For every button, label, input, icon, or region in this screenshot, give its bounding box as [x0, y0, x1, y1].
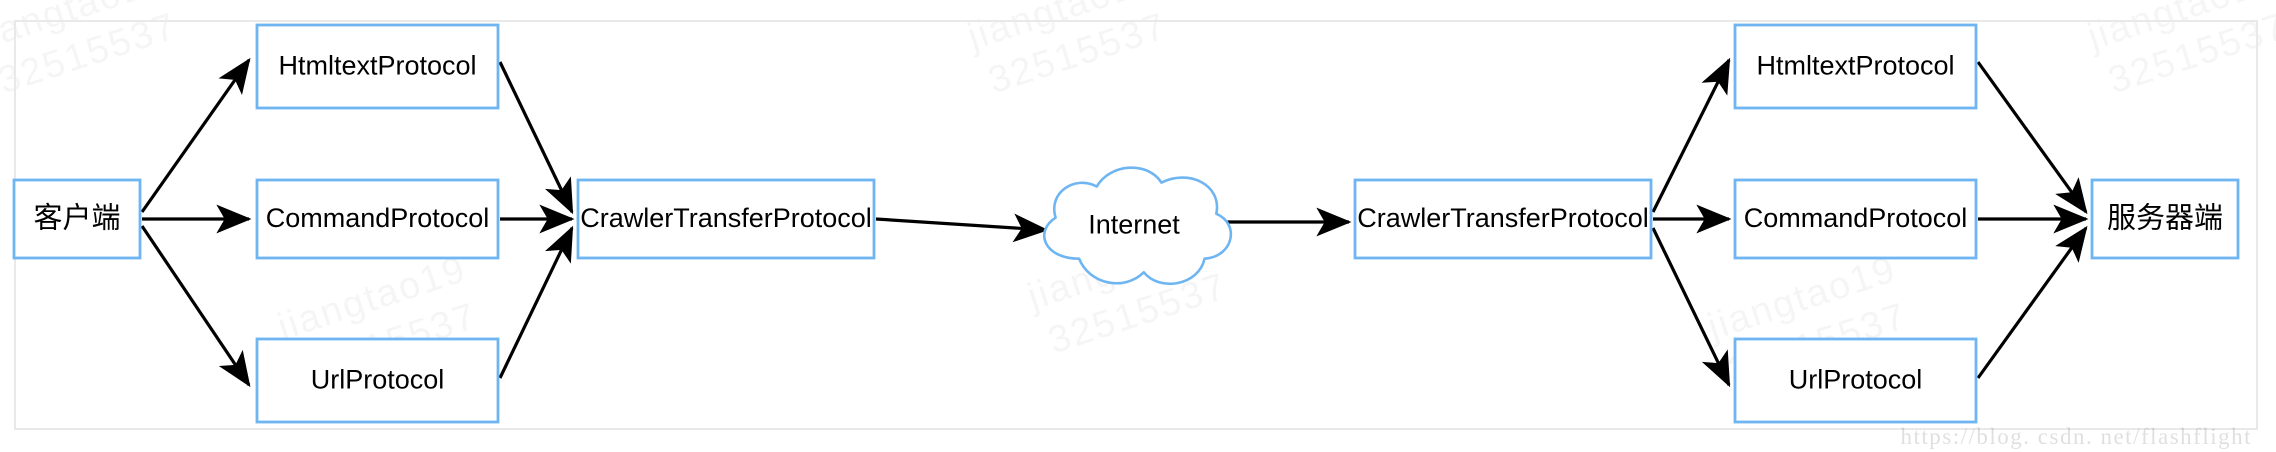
node-server[interactable]: 服务器端 — [2090, 178, 2240, 260]
node-r-ctp[interactable]: CrawlerTransferProtocol — [1353, 178, 1653, 260]
node-box — [255, 337, 500, 424]
edge-l-html-to-l-ctp — [498, 61, 574, 215]
node-box — [1353, 178, 1653, 260]
edge-client-to-l-url — [140, 225, 251, 388]
node-box — [1733, 23, 1978, 110]
node-label: CommandProtocol — [266, 203, 490, 233]
node-label: HtmltextProtocol — [278, 51, 476, 81]
node-internet[interactable]: Internet — [1043, 166, 1233, 286]
edge-client-to-l-html — [140, 57, 251, 213]
node-l-url[interactable]: UrlProtocol — [255, 337, 500, 424]
node-label: 客户端 — [33, 202, 120, 235]
node-r-html[interactable]: HtmltextProtocol — [1733, 23, 1978, 110]
edge-l-url-to-l-ctp — [498, 225, 574, 379]
node-label: HtmltextProtocol — [1756, 51, 1954, 81]
cloud-shape — [1043, 166, 1233, 286]
node-box — [12, 178, 142, 260]
node-label: CrawlerTransferProtocol — [580, 203, 872, 233]
node-box — [2090, 178, 2240, 260]
node-box — [255, 23, 500, 110]
watermark-block: jiangtao1932515537 — [0, 0, 186, 104]
credit-watermark: https://blog. csdn. net/flashflight — [1901, 424, 2252, 449]
node-label: 服务器端 — [2107, 202, 2223, 235]
edge-r-url-to-server — [1976, 225, 2088, 379]
edge-r-ctp-to-r-url — [1651, 227, 1731, 388]
node-label: CommandProtocol — [1744, 203, 1968, 233]
edge-layer — [140, 57, 2089, 388]
node-box — [1733, 337, 1978, 424]
node-layer: 客户端 HtmltextProtocolCommandProtocolUrlPro… — [12, 23, 2240, 424]
node-box — [255, 178, 500, 260]
node-r-url[interactable]: UrlProtocol — [1733, 337, 1978, 424]
node-label: UrlProtocol — [311, 365, 445, 395]
edge-r-ctp-to-r-html — [1651, 57, 1731, 213]
node-l-html[interactable]: HtmltextProtocol — [255, 23, 500, 110]
node-box — [1733, 178, 1978, 260]
watermark-block: jiangtao1932515537 — [2082, 0, 2276, 104]
node-l-ctp[interactable]: CrawlerTransferProtocol — [576, 178, 876, 260]
node-label: UrlProtocol — [1789, 365, 1923, 395]
node-client[interactable]: 客户端 — [12, 178, 142, 260]
node-l-command[interactable]: CommandProtocol — [255, 178, 500, 260]
node-label: CrawlerTransferProtocol — [1357, 203, 1649, 233]
node-label: Internet — [1088, 210, 1180, 240]
watermark-block: jiangtao1932515537 — [962, 0, 1177, 104]
node-box — [576, 178, 876, 260]
edge-l-ctp-to-internet — [875, 213, 1049, 243]
edge-r-html-to-server — [1976, 61, 2088, 215]
node-r-command[interactable]: CommandProtocol — [1733, 178, 1978, 260]
